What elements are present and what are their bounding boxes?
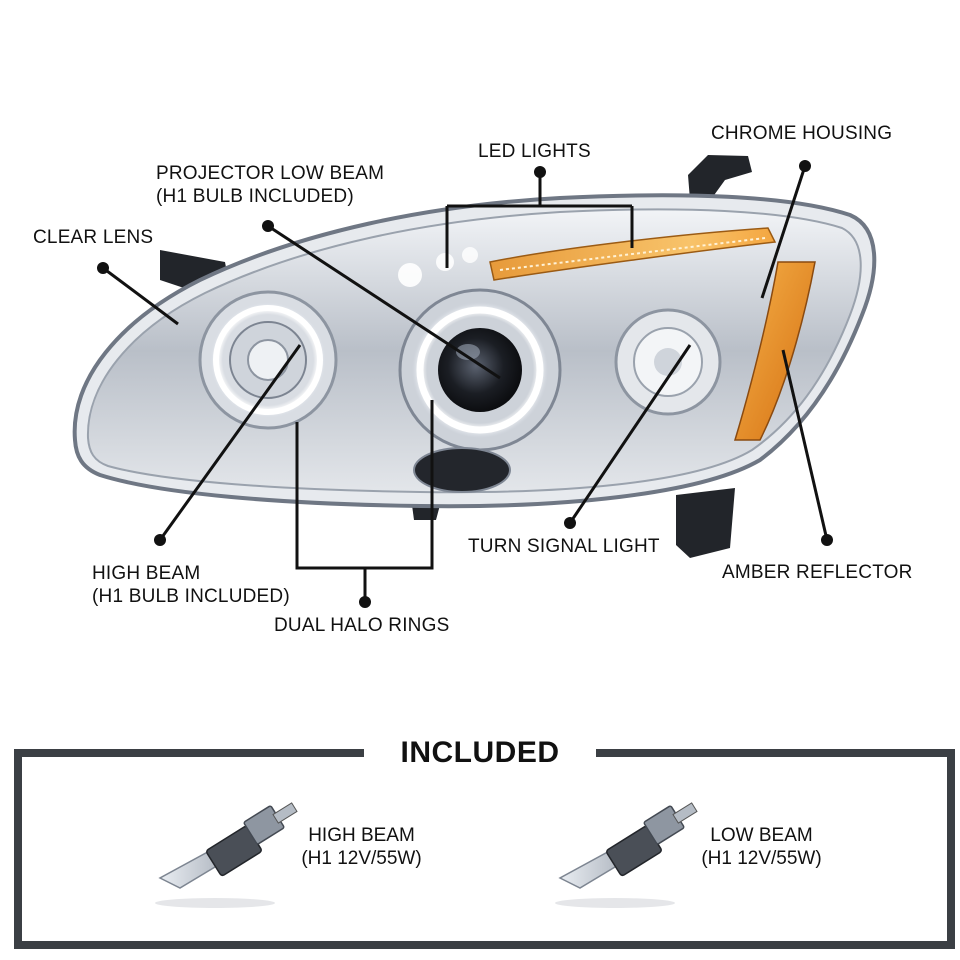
label-amber-reflector: AMBER REFLECTOR <box>722 562 913 583</box>
led-strip <box>398 227 777 287</box>
included-low-beam-name: LOW BEAM <box>710 825 813 846</box>
included-high-beam-spec: (H1 12V/55W) <box>301 848 422 869</box>
label-led-lights: LED LIGHTS <box>478 141 591 162</box>
included-high-beam-label: HIGH BEAM (H1 12V/55W) <box>294 824 429 870</box>
included-frame-top-left <box>14 749 364 757</box>
label-clear-lens: CLEAR LENS <box>33 227 154 248</box>
label-projector-low-beam: PROJECTOR LOW BEAM (H1 BULB INCLUDED) <box>156 162 384 208</box>
callout-dots <box>97 160 833 608</box>
label-dual-halo-rings: DUAL HALO RINGS <box>274 615 450 636</box>
included-low-beam-spec: (H1 12V/55W) <box>701 848 822 869</box>
bulb-illustration-high <box>155 802 298 908</box>
label-high-beam: HIGH BEAM (H1 BULB INCLUDED) <box>92 562 290 608</box>
included-high-beam-name: HIGH BEAM <box>308 825 415 846</box>
turn-signal-assembly <box>614 308 722 416</box>
label-chrome-housing: CHROME HOUSING <box>711 123 893 144</box>
bulb-illustration-low <box>555 802 698 908</box>
label-high-beam-line2: (H1 BULB INCLUDED) <box>92 586 290 607</box>
amber-reflector <box>733 261 816 441</box>
projector-low-beam-assembly <box>398 288 562 493</box>
label-projector-low-beam-line2: (H1 BULB INCLUDED) <box>156 186 354 207</box>
label-high-beam-line1: HIGH BEAM <box>92 563 201 584</box>
included-frame-top-right <box>596 749 947 757</box>
included-low-beam-label: LOW BEAM (H1 12V/55W) <box>694 824 829 870</box>
high-beam-assembly <box>198 290 338 430</box>
label-turn-signal-light: TURN SIGNAL LIGHT <box>468 536 660 557</box>
included-frame <box>14 749 955 949</box>
included-title: INCLUDED <box>400 736 560 769</box>
label-projector-low-beam-line1: PROJECTOR LOW BEAM <box>156 163 385 184</box>
